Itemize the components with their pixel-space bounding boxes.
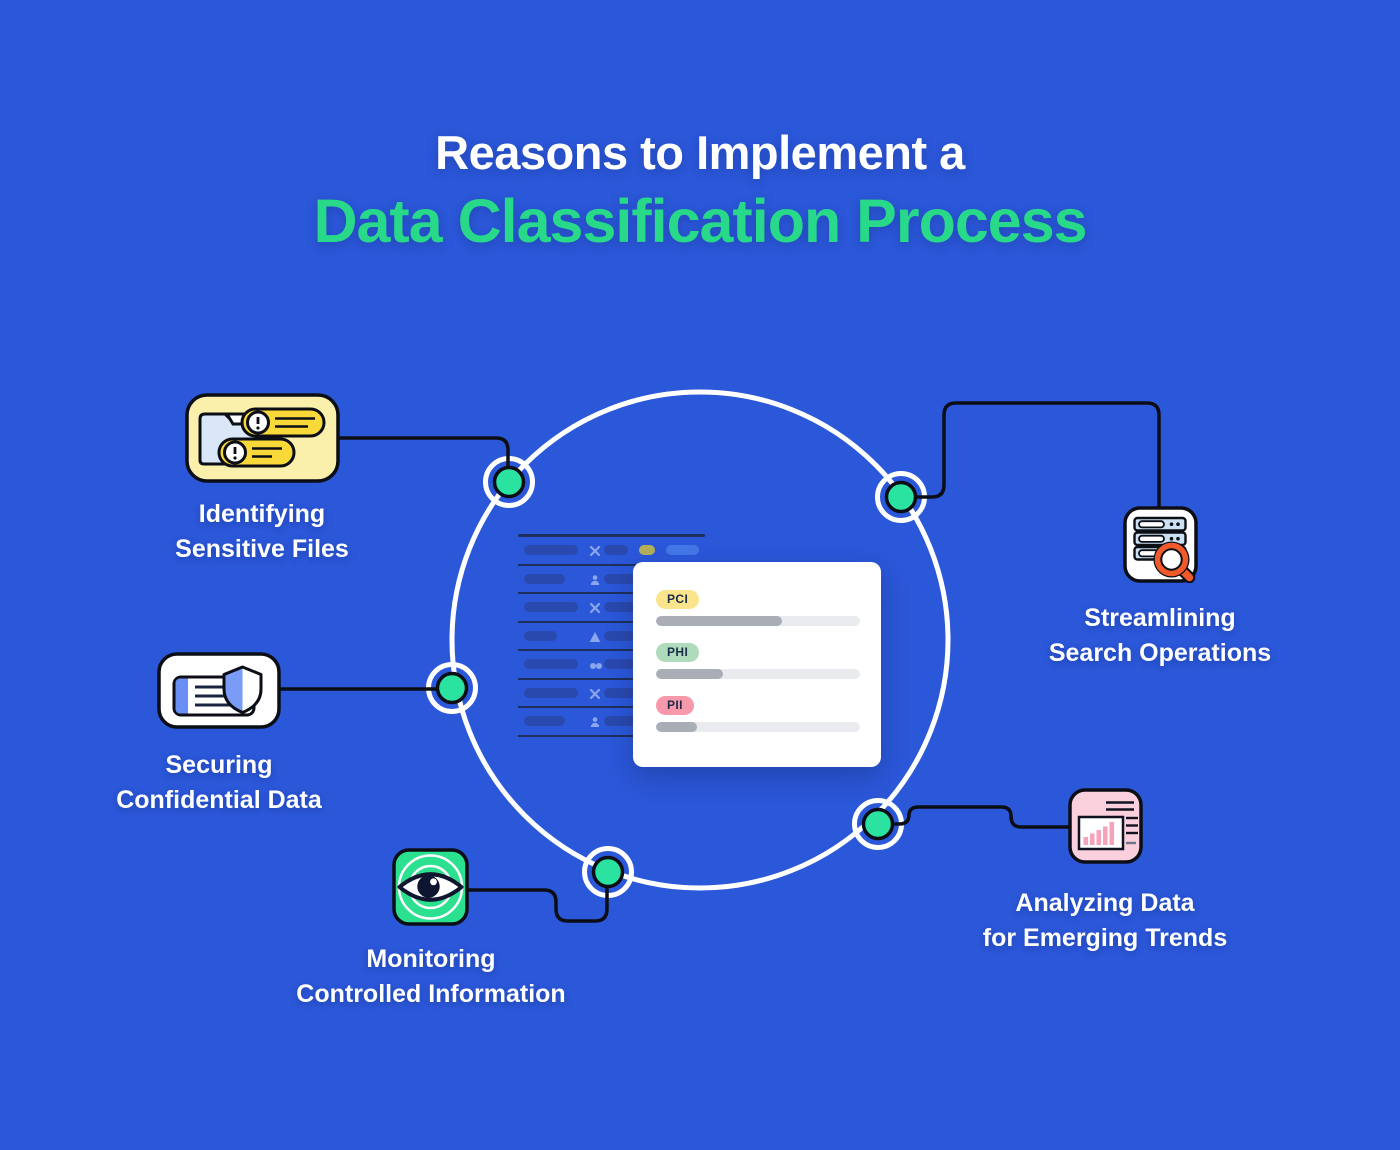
table-pill — [524, 659, 578, 670]
label-line: Analyzing Data — [1015, 889, 1195, 917]
x-icon — [589, 544, 601, 557]
label-streamlining-search-operations: Streamlining Search Operations — [980, 601, 1340, 671]
x-icon — [589, 601, 601, 614]
label-line: Securing — [165, 751, 273, 779]
connector-monitoring — [467, 887, 609, 923]
label-line: Monitoring — [366, 945, 496, 973]
table-pill — [639, 545, 655, 556]
label-securing-confidential-data: Securing Confidential Data — [39, 748, 399, 818]
progress-track — [656, 616, 860, 626]
connector-analyzing — [892, 805, 1070, 829]
card-shield-icon — [157, 652, 281, 734]
binoculars-icon — [589, 658, 602, 670]
x-icon — [589, 687, 601, 699]
page-title: Reasons to Implement a Data Classificati… — [0, 126, 1400, 256]
node-dot-analyzing — [861, 807, 895, 841]
table-pill — [666, 545, 699, 556]
node-dot-streamlining — [884, 480, 918, 514]
label-line: Confidential Data — [116, 786, 322, 814]
label-line: Identifying — [198, 500, 326, 528]
table-header-line — [518, 534, 705, 537]
table-pill — [524, 716, 565, 727]
table-row — [518, 537, 705, 566]
label-line: Streamlining — [1084, 604, 1236, 632]
label-line: Search Operations — [1048, 639, 1272, 667]
classification-item: PHI — [656, 643, 881, 679]
person-icon — [589, 715, 601, 728]
connector-streamlining — [915, 401, 1161, 508]
connector-lines — [279, 401, 1161, 923]
progress-fill — [656, 616, 783, 626]
table-pill — [524, 573, 565, 584]
title-line-2: Data Classification Process — [313, 187, 1087, 255]
progress-track — [656, 722, 860, 732]
main-circle — [449, 389, 951, 891]
label-line: Controlled Information — [296, 980, 566, 1008]
table-pill — [524, 545, 578, 556]
table-pill — [524, 602, 578, 613]
warning-icon — [589, 630, 601, 642]
classification-badge: PCI — [656, 590, 700, 609]
label-line: Sensitive Files — [175, 535, 349, 563]
eye-icon — [392, 848, 469, 931]
table-pill — [524, 687, 578, 698]
label-identifying-sensitive-files: Identifying Sensitive Files — [82, 497, 442, 567]
server-search-icon — [1123, 506, 1198, 588]
node-dot-identifying — [492, 465, 526, 499]
classification-card: PCI PHI PII — [633, 562, 881, 767]
progress-fill — [656, 669, 724, 679]
connector-identifying — [338, 436, 510, 468]
node-dot-monitoring — [591, 855, 625, 889]
classification-badge: PII — [656, 696, 694, 715]
person-icon — [589, 573, 601, 585]
classification-item: PCI — [656, 590, 881, 626]
classification-item: PII — [656, 696, 881, 732]
classification-badge: PHI — [656, 643, 700, 662]
node-dot-securing — [435, 671, 469, 705]
node-dots — [435, 465, 918, 889]
progress-fill — [656, 722, 697, 732]
table-pill — [524, 630, 557, 641]
label-analyzing-data-for-emerging-trends: Analyzing Data for Emerging Trends — [925, 886, 1285, 956]
label-monitoring-controlled-information: Monitoring Controlled Information — [251, 942, 611, 1012]
classification-list: PCI PHI PII — [656, 590, 881, 732]
progress-track — [656, 669, 860, 679]
title-line-1: Reasons to Implement a — [435, 126, 965, 179]
folder-alerts-icon — [185, 393, 340, 488]
label-line: for Emerging Trends — [982, 924, 1228, 952]
bar-chart-icon — [1068, 788, 1143, 869]
table-pill — [604, 545, 628, 556]
